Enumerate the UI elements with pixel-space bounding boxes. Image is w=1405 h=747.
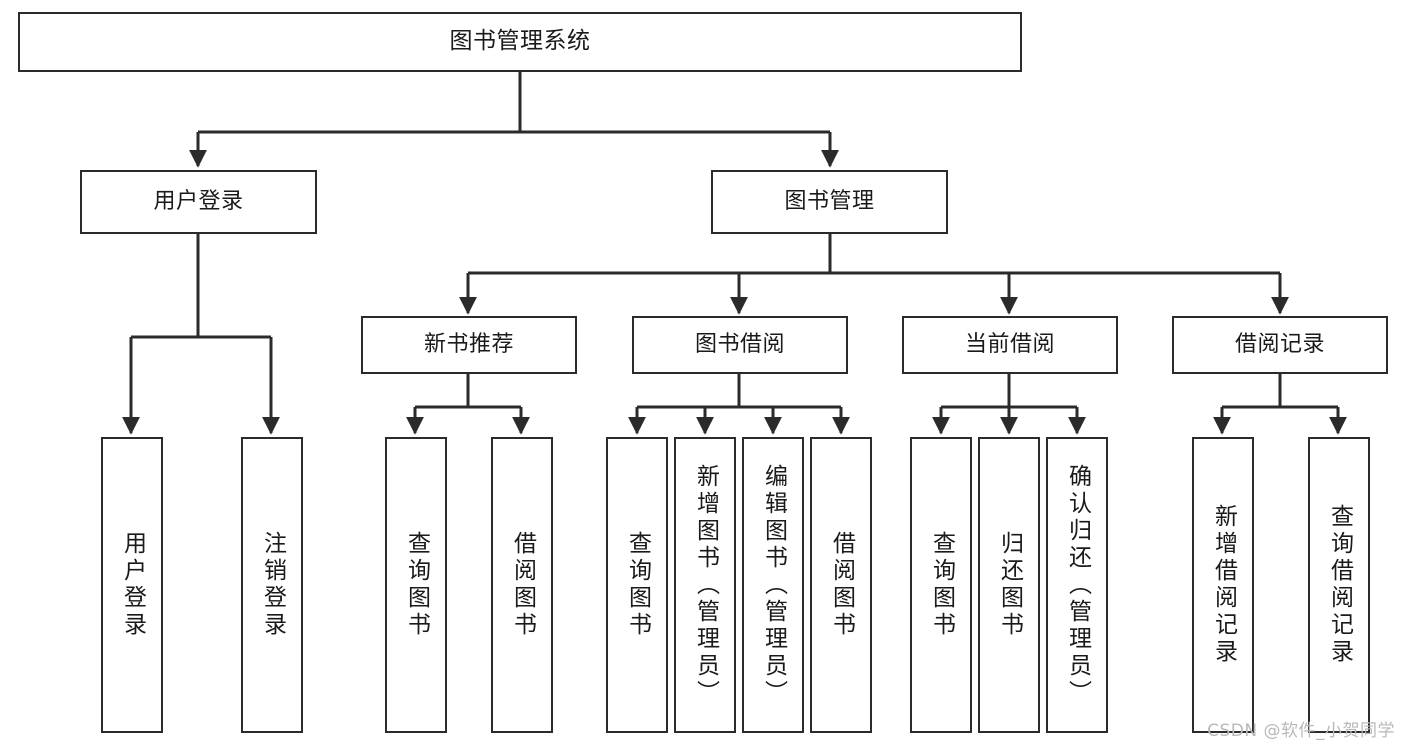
leaf-user-login[interactable]: 用户登录	[101, 437, 163, 733]
node-label: 用户登录	[153, 188, 244, 214]
node-label: 借阅图书	[509, 531, 536, 639]
node-label: 查询图书	[624, 531, 651, 639]
leaf-logout[interactable]: 注销登录	[241, 437, 303, 733]
node-label: 借阅图书	[828, 531, 855, 639]
node-root-book-management-system[interactable]: 图书管理系统	[18, 12, 1022, 72]
node-new-book-recommendation[interactable]: 新书推荐	[361, 316, 577, 374]
node-label: 确认归还（管理员）	[1064, 463, 1091, 707]
node-label: 注销登录	[259, 531, 286, 639]
node-label: 查询借阅记录	[1326, 504, 1353, 666]
leaf-new-book-query-book[interactable]: 查询图书	[385, 437, 447, 733]
node-book-borrow[interactable]: 图书借阅	[632, 316, 848, 374]
leaf-new-book-borrow-book[interactable]: 借阅图书	[491, 437, 553, 733]
node-label: 用户登录	[119, 531, 146, 639]
leaf-current-confirm-return-admin[interactable]: 确认归还（管理员）	[1046, 437, 1108, 733]
leaf-borrow-query-book[interactable]: 查询图书	[606, 437, 668, 733]
node-label: 图书借阅	[694, 331, 785, 357]
node-label: 新增图书（管理员）	[692, 463, 719, 707]
node-label: 当前借阅	[964, 331, 1055, 357]
node-label: 编辑图书（管理员）	[760, 463, 787, 707]
node-label: 新增借阅记录	[1210, 504, 1237, 666]
csdn-watermark: CSDN @软件_小贺同学	[1207, 721, 1395, 741]
leaf-record-query-borrow-record[interactable]: 查询借阅记录	[1308, 437, 1370, 733]
node-label: 查询图书	[928, 531, 955, 639]
leaf-current-query-book[interactable]: 查询图书	[910, 437, 972, 733]
node-label: 图书管理系统	[449, 28, 591, 55]
node-label: 借阅记录	[1234, 331, 1325, 357]
node-label: 归还图书	[996, 531, 1023, 639]
leaf-borrow-borrow-book[interactable]: 借阅图书	[810, 437, 872, 733]
node-label: 查询图书	[403, 531, 430, 639]
node-user-login[interactable]: 用户登录	[80, 170, 317, 234]
leaf-borrow-add-book-admin[interactable]: 新增图书（管理员）	[674, 437, 736, 733]
node-label: 新书推荐	[423, 331, 514, 357]
node-label: 图书管理	[784, 188, 875, 214]
node-borrow-record[interactable]: 借阅记录	[1172, 316, 1388, 374]
leaf-record-add-borrow-record[interactable]: 新增借阅记录	[1192, 437, 1254, 733]
node-book-management[interactable]: 图书管理	[711, 170, 948, 234]
leaf-current-return-book[interactable]: 归还图书	[978, 437, 1040, 733]
leaf-borrow-edit-book-admin[interactable]: 编辑图书（管理员）	[742, 437, 804, 733]
node-current-borrow[interactable]: 当前借阅	[902, 316, 1118, 374]
